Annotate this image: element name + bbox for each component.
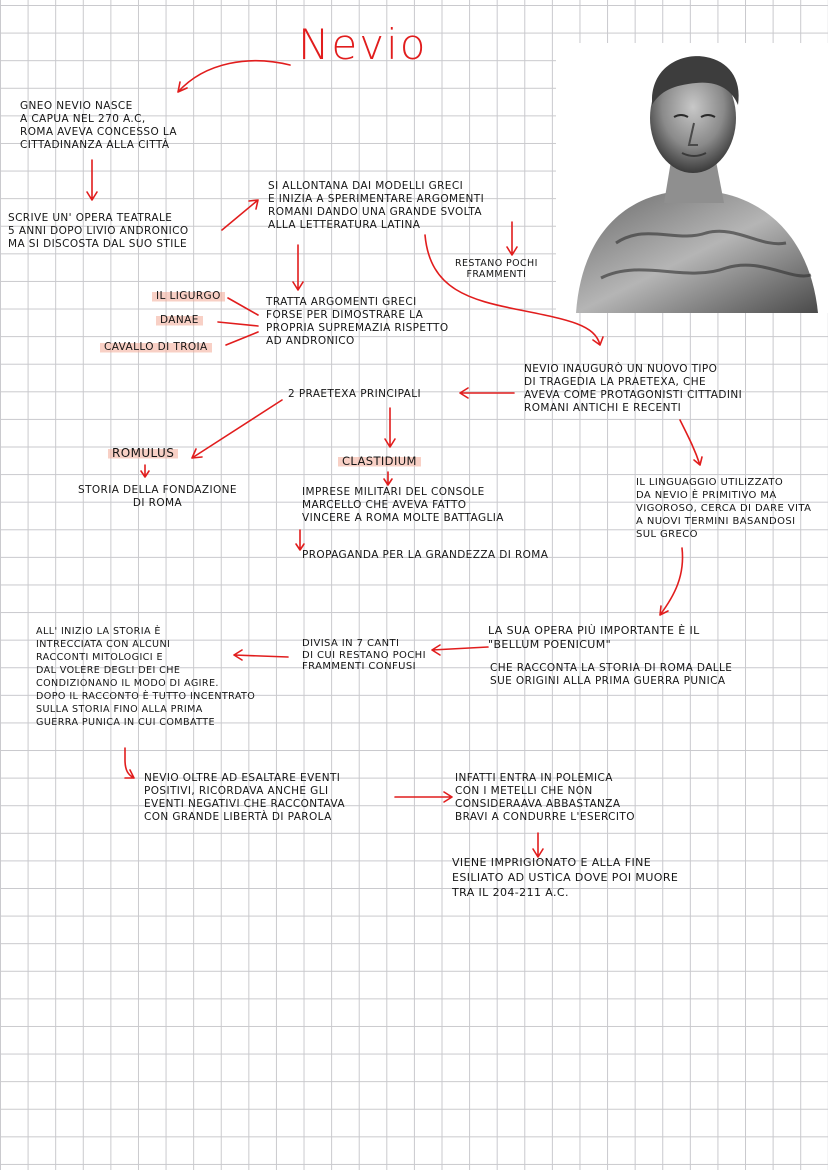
note-opera-importante: La sua opera più importante è il "Bellum… (488, 624, 700, 651)
arrow-praetexa-to-clastidium (384, 407, 396, 448)
arrow-esaltare-to-polemica (394, 791, 453, 803)
note-racconta: Che racconta la storia di Roma dalle sue… (490, 662, 733, 687)
arrow-allontana-to-inaugura (424, 234, 604, 346)
note-divisa: Divisa in 7 canti di cui restano pochi f… (302, 638, 426, 672)
arrow-birth-to-opera (86, 159, 98, 201)
arrow-danae-to-tratta (217, 321, 259, 327)
arrow-inaugura-to-praetexa (459, 387, 515, 399)
note-birth: Gneo Nevio nasce a Capua nel 270 a.C, Ro… (20, 100, 177, 151)
arrow-inaugura-to-linguaggio (679, 419, 703, 466)
arrow-troia-to-tratta (225, 331, 259, 346)
note-tratta: Tratta argomenti greci forse per dimostr… (266, 296, 449, 347)
arrow-divisa-to-inizio (233, 649, 289, 661)
page-title: Nevio (298, 20, 428, 69)
arrow-desc-to-propaganda (295, 529, 305, 551)
note-polemica: Infatti entra in polemica con i Metelli … (455, 772, 635, 823)
arrow-inizio-to-esaltare (124, 747, 135, 779)
note-restano: Restano pochi frammenti (455, 258, 538, 280)
arrow-allontana-to-restano (506, 221, 518, 256)
arrow-title-to-birth (177, 59, 291, 93)
note-romulus-desc: Storia della fondazione di Roma (78, 484, 237, 509)
work-danae: Danae (156, 314, 203, 327)
note-clastidium-desc: Imprese militari del console Marcello ch… (302, 486, 504, 524)
note-inaugura: Nevio inaugurò un nuovo tipo di tragedia… (524, 363, 743, 414)
note-esaltare: Nevio oltre ad esaltare eventi positivi,… (144, 772, 345, 823)
note-inizio: All' inizio la storia è intrecciata con … (36, 626, 256, 728)
arrow-romulus-to-desc (140, 464, 150, 478)
arrow-allontana-to-tratta (292, 244, 304, 291)
bust-icon (576, 56, 818, 313)
note-esilio: Viene imprigionato e alla fine esiliato … (452, 856, 679, 899)
arrow-ligurgo-to-tratta (227, 297, 259, 316)
note-allontana: Si allontana dai modelli greci e inizia … (268, 180, 485, 231)
work-ligurgo: Il Ligurgo (152, 290, 225, 303)
arrow-linguaggio-to-opera (659, 547, 684, 616)
note-praetexa: 2 praetexa principali (288, 388, 421, 400)
arrow-clastidium-to-desc (383, 471, 393, 486)
note-propaganda: Propaganda per la grandezza di Roma (302, 549, 549, 561)
heading-romulus: Romulus (108, 447, 179, 460)
arrow-opera-to-allontana (221, 199, 259, 231)
note-opera-teatrale: Scrive un' opera teatrale 5 anni dopo Li… (8, 212, 189, 250)
portrait-bust-image (556, 43, 828, 313)
note-linguaggio: Il linguaggio utilizzato da Nevio è prim… (636, 477, 812, 540)
work-cavallo-troia: Cavallo di Troia (100, 341, 212, 354)
heading-clastidium: Clastidium (338, 455, 421, 468)
arrow-praetexa-to-romulus (191, 399, 283, 459)
arrow-opera-to-divisa (431, 644, 489, 656)
arrow-polemica-to-esilio (532, 832, 544, 858)
